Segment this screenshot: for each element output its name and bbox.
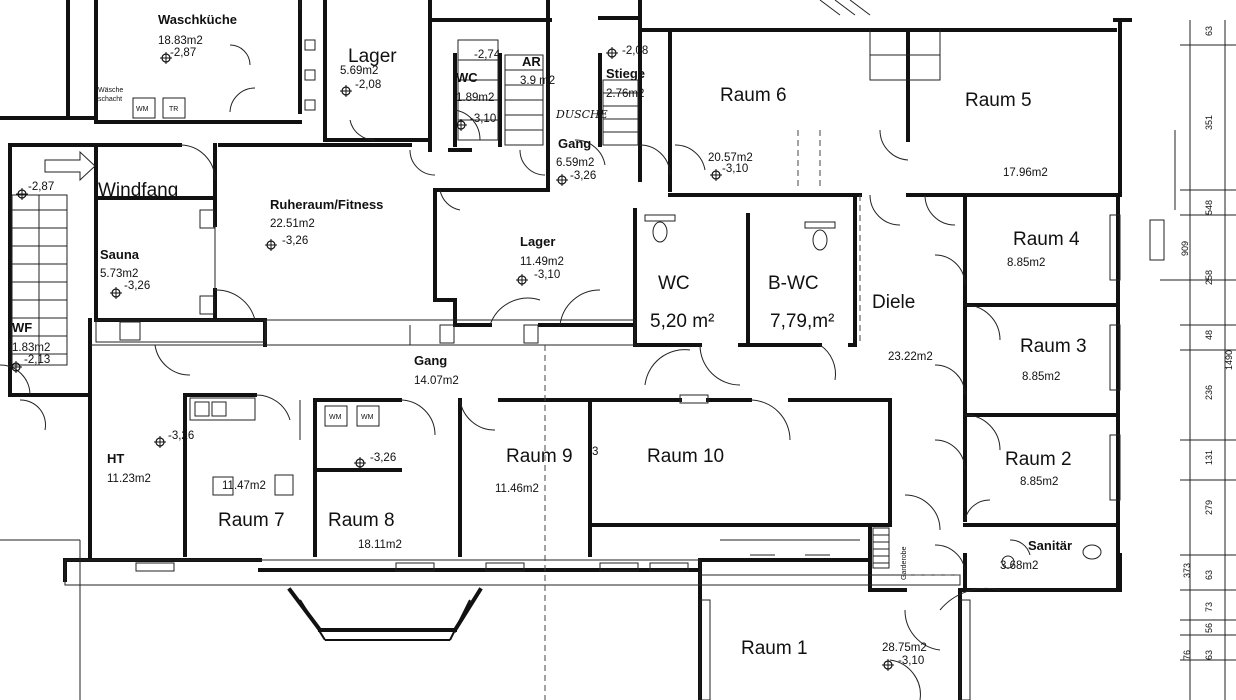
room-area-raum-6: 20.57m2: [708, 152, 753, 164]
dim-3: 548: [1204, 200, 1214, 215]
room-area-raum-3: 8.85m2: [1022, 371, 1060, 383]
room-name-raum-2: Raum 2: [1005, 449, 1072, 470]
fixture-wm-1: WM: [136, 106, 149, 113]
dim-10: 63: [1204, 570, 1214, 580]
dim-4: 258: [1204, 270, 1214, 285]
room-area-sauna: 5.73m2: [100, 268, 138, 280]
dim-9: 373: [1182, 563, 1192, 578]
room-labels: Waschküche 18.83m2 -2,87 Wäsche schacht …: [12, 12, 1087, 667]
room-area-bwc: 7,79,m²: [770, 311, 834, 332]
room-elev-wc-top-2: -3,10: [470, 113, 496, 125]
walls: [0, 0, 1132, 700]
room-area-lager-1: 5.69m2: [340, 65, 378, 77]
fixture-wm-3: WM: [361, 414, 374, 421]
elevation-markers: [10, 47, 894, 671]
doors: [0, 44, 1031, 700]
room-area-raum-2: 8.85m2: [1020, 476, 1058, 488]
room-name-sanitaer: Sanitär: [1028, 538, 1072, 553]
detail-lines: [0, 0, 1165, 700]
dim-13: 63: [1204, 650, 1214, 660]
fixture-wm-2: WM: [329, 414, 342, 421]
room-name-ruheraum: Ruheraum/Fitness: [270, 197, 383, 212]
room-name-lager-1: Lager: [348, 46, 397, 67]
label-dusche: DUSCHE: [555, 108, 608, 121]
room-name-raum-6: Raum 6: [720, 85, 787, 106]
room-elev-lager-2: -3,10: [534, 269, 560, 281]
room-name-waschkueche: Waschküche: [158, 12, 237, 27]
room-area-diele: 23.22m2: [888, 351, 933, 363]
room-area-raum-1: 28.75m2: [882, 642, 927, 654]
fixture-tr: TR: [169, 106, 178, 113]
room-name-sauna: Sauna: [100, 247, 140, 262]
room-area-ruheraum: 22.51m2: [270, 218, 315, 230]
room-name-raum-4: Raum 4: [1013, 229, 1080, 250]
room-area-wf: 1.83m2: [12, 342, 50, 354]
room-elev-raum-6: -3,10: [722, 163, 748, 175]
room-elev-raum-8: -3,26: [370, 452, 396, 464]
room-area-stiege: 2.76m2: [606, 88, 644, 100]
room-elev-windfang: -2,87: [28, 181, 54, 193]
room-name-wf: WF: [12, 320, 32, 335]
room-elev-ruheraum: -3,26: [282, 235, 308, 247]
room-name-raum-5: Raum 5: [965, 90, 1032, 111]
room-name-bwc: B-WC: [768, 273, 819, 294]
dim-8: 279: [1204, 500, 1214, 515]
room-area-raum-9: 11.46m2: [495, 483, 539, 495]
room-name-wc: WC: [658, 273, 690, 294]
room-area-ar: 3.9 m2: [520, 75, 555, 87]
room-name-raum-8: Raum 8: [328, 510, 395, 531]
dim-14: 76: [1182, 650, 1192, 660]
room-name-raum-3: Raum 3: [1020, 336, 1087, 357]
room-elev-wf: -2,13: [24, 354, 50, 366]
room-area-ht: 11.23m2: [107, 473, 151, 485]
room-name-gang: Gang: [414, 353, 447, 368]
dim-11: 73: [1204, 602, 1214, 612]
room-area-waschkueche: 18.83m2: [158, 35, 203, 47]
room-area-wc: 5,20 m²: [650, 311, 714, 332]
room-elev-raum-1: -3,10: [898, 655, 924, 667]
room-name-ar: AR: [522, 54, 541, 69]
dim-2: 351: [1204, 115, 1214, 130]
room-area-sanitaer: 3.68m2: [1000, 560, 1038, 572]
room-name-ht: HT: [107, 451, 124, 466]
label-garderobe: Garderobe: [901, 546, 908, 580]
room-area-raum-7: 11.47m2: [222, 480, 266, 492]
dimension-chain: 63 351 548 258 48 236 131 279 373 63 73 …: [1160, 20, 1236, 700]
room-name-raum-7: Raum 7: [218, 510, 285, 531]
room-area-raum-8: 18.11m2: [358, 539, 402, 551]
room-name-raum-1: Raum 1: [741, 638, 808, 659]
room-area-wc-top: 1.89m2: [456, 92, 494, 104]
room-elev-wc-top-1: -2,74: [474, 49, 501, 61]
dim-1: 63: [1204, 26, 1214, 36]
room-name-diele: Diele: [872, 292, 915, 313]
label-waesche: Wäsche: [98, 87, 123, 94]
room-name-gang-top: Gang: [558, 136, 591, 151]
room-elev-lager-1: -2,08: [355, 79, 381, 91]
room-area-raum-4: 8.85m2: [1007, 257, 1045, 269]
room-elev-waschkueche: -2,87: [170, 47, 196, 59]
room-area-raum-5: 17.96m2: [1003, 167, 1048, 179]
room-elev-ht: -3,26: [168, 430, 194, 442]
dim-909: 909: [1180, 241, 1190, 256]
room-name-raum-9: Raum 9: [506, 446, 573, 467]
room-area-lager-2: 11.49m2: [520, 256, 564, 268]
dim-7: 131: [1204, 450, 1214, 465]
room-elev-sauna: -3,26: [124, 280, 150, 292]
room-elev-gang-top: -3,26: [570, 170, 596, 182]
room-name-windfang: Windfang: [98, 180, 178, 201]
dim-5: 48: [1204, 330, 1214, 340]
room-name-stiege: Stiege: [606, 66, 645, 81]
dim-6: 236: [1204, 385, 1214, 400]
room-elev-stiege: -2,08: [622, 45, 648, 57]
room-name-wc-top: WC: [456, 70, 478, 85]
room-mark-raum-9: 3: [592, 446, 598, 458]
room-name-raum-10: Raum 10: [647, 446, 724, 467]
room-area-gang: 14.07m2: [414, 375, 459, 387]
dim-1490: 1490: [1224, 350, 1234, 370]
room-name-lager-2: Lager: [520, 234, 555, 249]
room-area-gang-top: 6.59m2: [556, 157, 594, 169]
dim-12: 56: [1204, 623, 1214, 633]
label-schacht: schacht: [98, 96, 122, 103]
